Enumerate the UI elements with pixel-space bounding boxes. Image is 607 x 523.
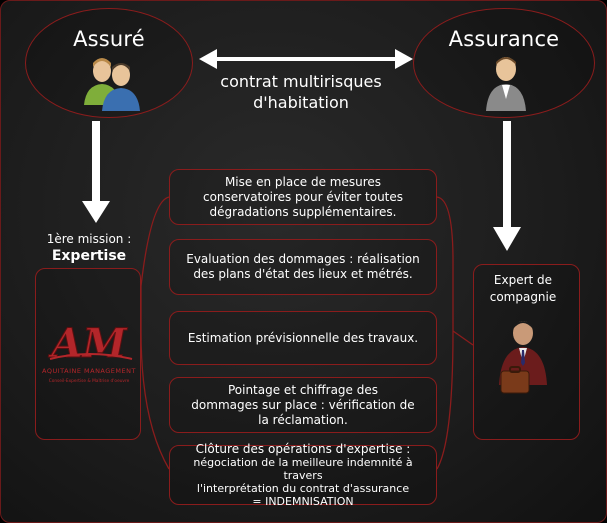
step-1-line-3: dégradations supplémentaires. [209,204,397,219]
expert-label: Expert de compagnie [473,272,573,306]
relation-line-1: contrat multirisques [220,72,382,91]
step-2-line-2: des plans d'état des lieux et métrés. [193,267,413,281]
insurer-label: Assurance [448,27,560,51]
logo-company: AQUITAINE MANAGEMENT [42,367,136,375]
expertise-box: AM AQUITAINE MANAGEMENT Conseil-Expertis… [35,268,141,440]
relation-line-2: d'habitation [253,93,349,112]
step-2: Evaluation des dommages : réalisation de… [169,239,437,295]
step-1: Mise en place de mesures conservatoires … [169,169,437,225]
left-bracket-line [140,196,170,470]
step-1-line-1: Mise en place de mesures [224,174,382,189]
step-3-line-1: Estimation prévisionnelle des travaux. [187,330,419,345]
step-4: Pointage et chiffrage des dommages sur p… [169,377,437,433]
company-logo: AM AQUITAINE MANAGEMENT Conseil-Expertis… [42,320,136,385]
right-bracket-line [436,196,454,470]
logo-tagline: Conseil-Expertise & Maîtrise d'oeuvre [49,377,130,384]
step-4-line-3: la réclamation. [258,412,348,427]
mission-label: 1ère mission : [46,232,132,246]
couple-icon [84,58,140,111]
down-arrow-insured [82,121,110,223]
step-3: Estimation prévisionnelle des travaux. [169,311,437,365]
businessman-briefcase-icon [499,321,547,394]
expert-label-line-1: Expert de [493,273,553,287]
step-4-line-2: dommages sur place : vérification de [191,397,415,412]
step-5-line-1: Clôture des opérations d'expertise : [195,441,411,456]
right-link-line [452,330,474,346]
step-5-line-3: l'interprétation du contrat d'assurance [196,481,410,495]
insured-label: Assuré [73,27,145,51]
insured-node: Assuré [25,8,193,118]
step-2-line-1: Evaluation des dommages : réalisation [186,252,420,266]
person-icon [486,57,526,111]
down-arrow-insurer [493,121,521,251]
step-5-line-2: négociation de la meilleure indemnité à … [193,455,413,482]
logo-initials: AM [47,320,128,367]
step-1-line-2: conservatoires pour éviter toutes [202,189,404,204]
mission-name: Expertise [51,248,127,264]
step-5-line-4: = INDEMNISATION [252,494,354,508]
expert-label-line-2: compagnie [489,290,557,304]
step-5: Clôture des opérations d'expertise : nég… [169,441,437,508]
step-4-line-1: Pointage et chiffrage des [227,382,378,397]
insurer-node: Assurance [413,8,595,118]
relation-label: contrat multirisques d'habitation [201,71,401,113]
double-arrow [199,49,413,69]
